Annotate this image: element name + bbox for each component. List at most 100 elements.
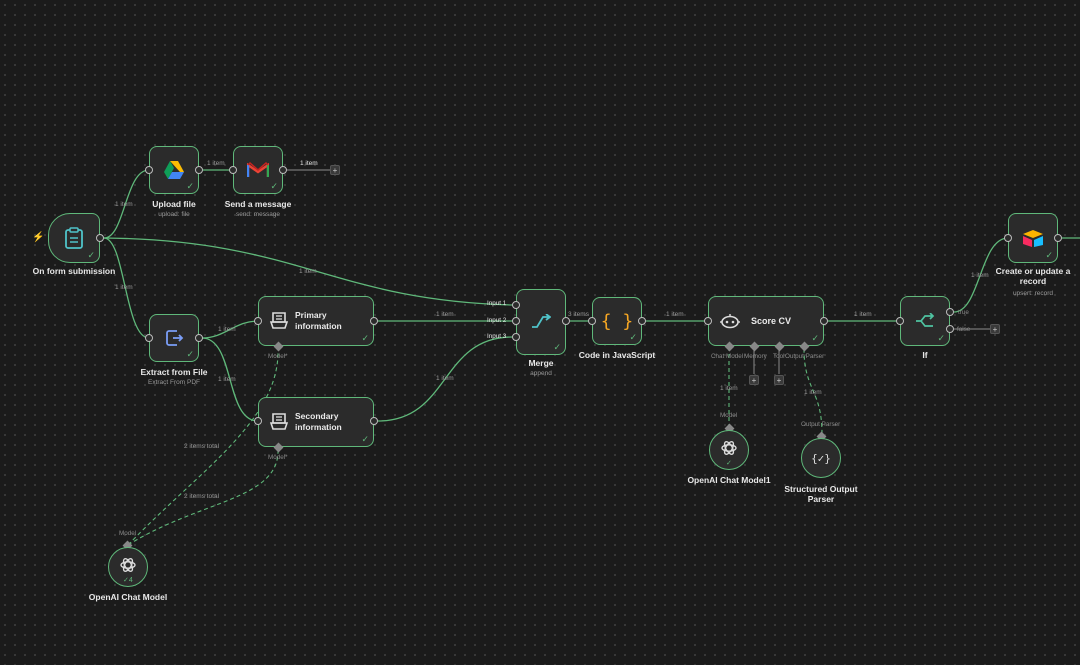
- node-score-cv[interactable]: Score CV ✓: [708, 296, 824, 346]
- edge-parser-score: [803, 348, 823, 435]
- node-label: Score CV: [751, 315, 792, 326]
- node-label: If: [922, 350, 928, 360]
- node-subtitle: append: [530, 370, 552, 377]
- node-label: Code in JavaScript: [578, 350, 656, 360]
- edge-form-upload: [103, 169, 150, 239]
- edge-label: 1 item: [666, 311, 684, 318]
- node-subtitle: upsert: record: [1012, 290, 1054, 297]
- edge-label: 2 items total: [184, 493, 220, 500]
- input-port[interactable]: [254, 317, 262, 325]
- input-port[interactable]: [896, 317, 904, 325]
- output-port-false[interactable]: [946, 325, 954, 333]
- success-check-icon: ✓: [186, 181, 194, 191]
- input-port[interactable]: [145, 166, 153, 174]
- edge-model-secondary: [127, 448, 279, 546]
- edge-label: 1 item: [115, 284, 133, 291]
- edge-model-primary: [127, 348, 279, 546]
- edge-label: 1 item: [436, 311, 454, 318]
- input-port-1[interactable]: [512, 301, 520, 309]
- edge-form-extract: [103, 237, 150, 339]
- edge-label: 2 items total: [184, 443, 220, 450]
- edge-label: 1 item: [720, 385, 738, 392]
- output-port[interactable]: [195, 334, 203, 342]
- node-subtitle: upload: file: [158, 211, 190, 218]
- edge-extract-primary: [201, 320, 259, 339]
- edge-label: 3 items: [568, 311, 589, 318]
- run-count-badge: ✓4: [123, 577, 133, 584]
- edge-extract-secondary: [201, 337, 259, 422]
- output-port[interactable]: [562, 317, 570, 325]
- output-port[interactable]: [195, 166, 203, 174]
- input-port[interactable]: [704, 317, 712, 325]
- success-check-icon: ✓: [629, 332, 637, 342]
- node-extract-file[interactable]: ✓: [149, 314, 199, 362]
- success-check-icon: ✓: [937, 333, 945, 343]
- node-label: Merge: [528, 358, 554, 368]
- success-check-icon: ✓: [361, 434, 369, 444]
- success-check-icon: ✓: [1045, 250, 1053, 260]
- port-label: Model*: [268, 454, 288, 461]
- add-node-button[interactable]: +: [330, 165, 340, 175]
- node-if[interactable]: ✓: [900, 296, 950, 346]
- node-airtable[interactable]: ✓: [1008, 213, 1058, 263]
- edge-label: 1 item: [218, 326, 236, 333]
- output-port[interactable]: [279, 166, 287, 174]
- input-port[interactable]: [145, 334, 153, 342]
- node-upload-file[interactable]: ✓: [149, 146, 199, 194]
- node-label: OpenAI Chat Model1: [687, 475, 771, 485]
- braces-check-icon: {✓}: [811, 451, 831, 465]
- node-send-message[interactable]: ✓: [233, 146, 283, 194]
- input-port-2[interactable]: [512, 317, 520, 325]
- input-label-1: Input 1: [487, 300, 507, 307]
- edge-label: 1 item: [804, 389, 822, 396]
- output-port-true[interactable]: [946, 308, 954, 316]
- edge-label: 1 item: [971, 272, 989, 279]
- add-tool-button[interactable]: +: [774, 375, 784, 385]
- merge-icon: [531, 314, 551, 330]
- success-check-icon: ✓: [186, 349, 194, 359]
- node-secondary-information[interactable]: Secondary information ✓: [258, 397, 374, 447]
- edge-label: 1 item: [207, 160, 225, 167]
- success-check-icon: ✓: [361, 333, 369, 343]
- output-port[interactable]: [370, 417, 378, 425]
- node-subtitle: Extract From PDF: [147, 379, 200, 386]
- input-port[interactable]: [229, 166, 237, 174]
- port-label: Model*: [268, 353, 288, 360]
- edge-form-merge: [103, 237, 513, 306]
- node-code-javascript[interactable]: { } ✓: [592, 297, 642, 345]
- node-form-submission[interactable]: ✓: [48, 213, 100, 263]
- output-port[interactable]: [370, 317, 378, 325]
- output-port[interactable]: [96, 234, 104, 242]
- node-subtitle: send: message: [235, 211, 281, 218]
- trigger-bolt-icon: ⚡: [32, 232, 45, 243]
- node-label: OpenAI Chat Model: [88, 592, 168, 602]
- success-check-icon: ✓: [726, 460, 732, 467]
- port-label: false: [957, 326, 971, 333]
- input-port[interactable]: [254, 417, 262, 425]
- add-memory-button[interactable]: +: [749, 375, 759, 385]
- node-label: Primary information: [295, 310, 342, 331]
- success-check-icon: ✓: [87, 250, 95, 260]
- node-openai-chat-model[interactable]: ✓4: [108, 547, 148, 587]
- node-label: Send a message: [224, 199, 292, 209]
- node-merge[interactable]: ✓: [516, 289, 566, 355]
- success-check-icon: ✓: [553, 342, 561, 352]
- node-label: Extract from File: [140, 367, 208, 377]
- node-label: Upload file: [152, 199, 196, 209]
- airtable-icon: [1022, 229, 1044, 247]
- edge-label: 1 item: [854, 311, 872, 318]
- input-port[interactable]: [1004, 234, 1012, 242]
- curly-braces-icon: { }: [600, 310, 634, 332]
- port-label: true: [958, 309, 969, 316]
- node-primary-information[interactable]: Primary information ✓: [258, 296, 374, 346]
- extractor-icon: [269, 412, 289, 432]
- extractor-icon: [269, 311, 289, 331]
- output-port[interactable]: [820, 317, 828, 325]
- node-openai-chat-model1[interactable]: ✓: [709, 430, 749, 470]
- input-port-3[interactable]: [512, 333, 520, 341]
- output-port[interactable]: [1054, 234, 1062, 242]
- node-structured-output-parser[interactable]: {✓}: [801, 438, 841, 478]
- output-port[interactable]: [638, 317, 646, 325]
- input-port[interactable]: [588, 317, 596, 325]
- add-node-button[interactable]: +: [990, 324, 1000, 334]
